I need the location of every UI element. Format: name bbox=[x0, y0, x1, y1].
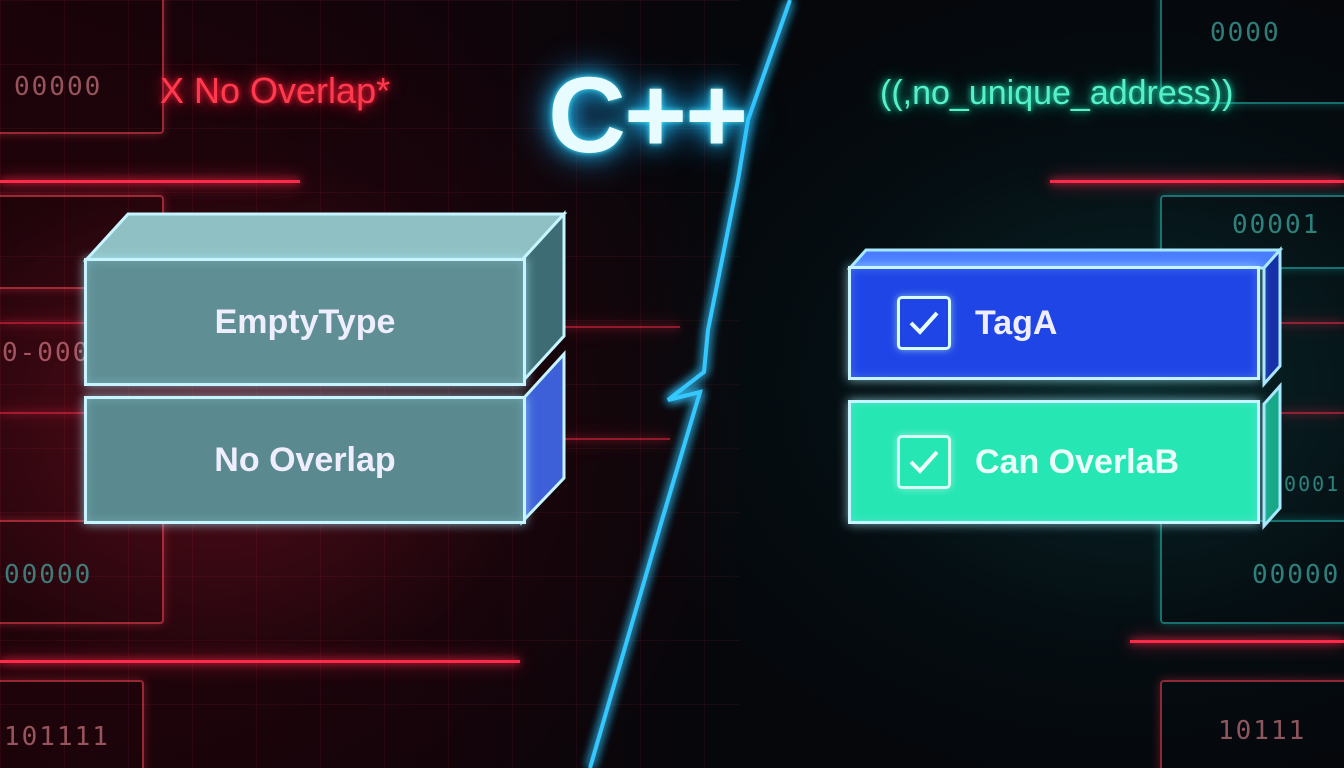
right-circuit-line-3 bbox=[1280, 412, 1344, 414]
check-icon bbox=[909, 311, 939, 335]
left-circuit-line-5 bbox=[560, 326, 680, 328]
left-chip-bottom bbox=[0, 680, 144, 768]
can-overlab-checkbox bbox=[897, 435, 951, 489]
right-bits-1: 0000 bbox=[1210, 18, 1281, 48]
tag-a-checkbox bbox=[897, 296, 951, 350]
right-circuit-line-4 bbox=[1130, 640, 1344, 643]
right-circuit-line-2 bbox=[1280, 322, 1344, 324]
no-overlap-block: No Overlap bbox=[84, 396, 526, 524]
can-overlab-block: Can OverlaB bbox=[848, 400, 1260, 524]
left-circuit-line-1 bbox=[0, 180, 300, 183]
tag-a-block: TagA bbox=[848, 266, 1260, 380]
right-bits-4: 00000 bbox=[1252, 560, 1341, 590]
empty-type-block: EmptyType bbox=[84, 258, 526, 386]
empty-type-label: EmptyType bbox=[214, 302, 396, 341]
right-bits-5: 10111 bbox=[1218, 716, 1307, 746]
no-unique-address-attribute-label: ((,no_unique_address)) bbox=[880, 74, 1234, 112]
left-block-stack: EmptyType No Overlap bbox=[80, 210, 570, 530]
left-circuit-line-3 bbox=[0, 412, 90, 414]
left-bits-1: 00000 bbox=[14, 72, 103, 102]
right-chip-top bbox=[1160, 0, 1344, 104]
left-chip-low bbox=[0, 520, 164, 624]
left-bits-4: 101111 bbox=[4, 722, 110, 752]
check-icon bbox=[909, 450, 939, 474]
no-overlap-label: No Overlap bbox=[214, 440, 396, 479]
no-overlap-warning-label: X No Overlap* bbox=[160, 70, 391, 111]
can-overlab-label: Can OverlaB bbox=[975, 442, 1180, 481]
left-circuit-line-2 bbox=[0, 322, 90, 324]
left-chip-top bbox=[0, 0, 164, 134]
left-circuit-line-6 bbox=[0, 660, 520, 663]
left-bits-2: 0-000 bbox=[2, 338, 91, 368]
tag-a-label: TagA bbox=[975, 303, 1058, 342]
right-circuit-line-1 bbox=[1050, 180, 1344, 183]
right-block-stack: TagA Can OverlaB bbox=[846, 246, 1286, 532]
cpp-title: C++ bbox=[548, 54, 748, 175]
left-circuit-line-4 bbox=[560, 438, 670, 440]
left-bits-3: 00000 bbox=[4, 560, 93, 590]
right-bits-2: 00001 bbox=[1232, 210, 1321, 240]
right-chip-bottom bbox=[1160, 680, 1344, 768]
